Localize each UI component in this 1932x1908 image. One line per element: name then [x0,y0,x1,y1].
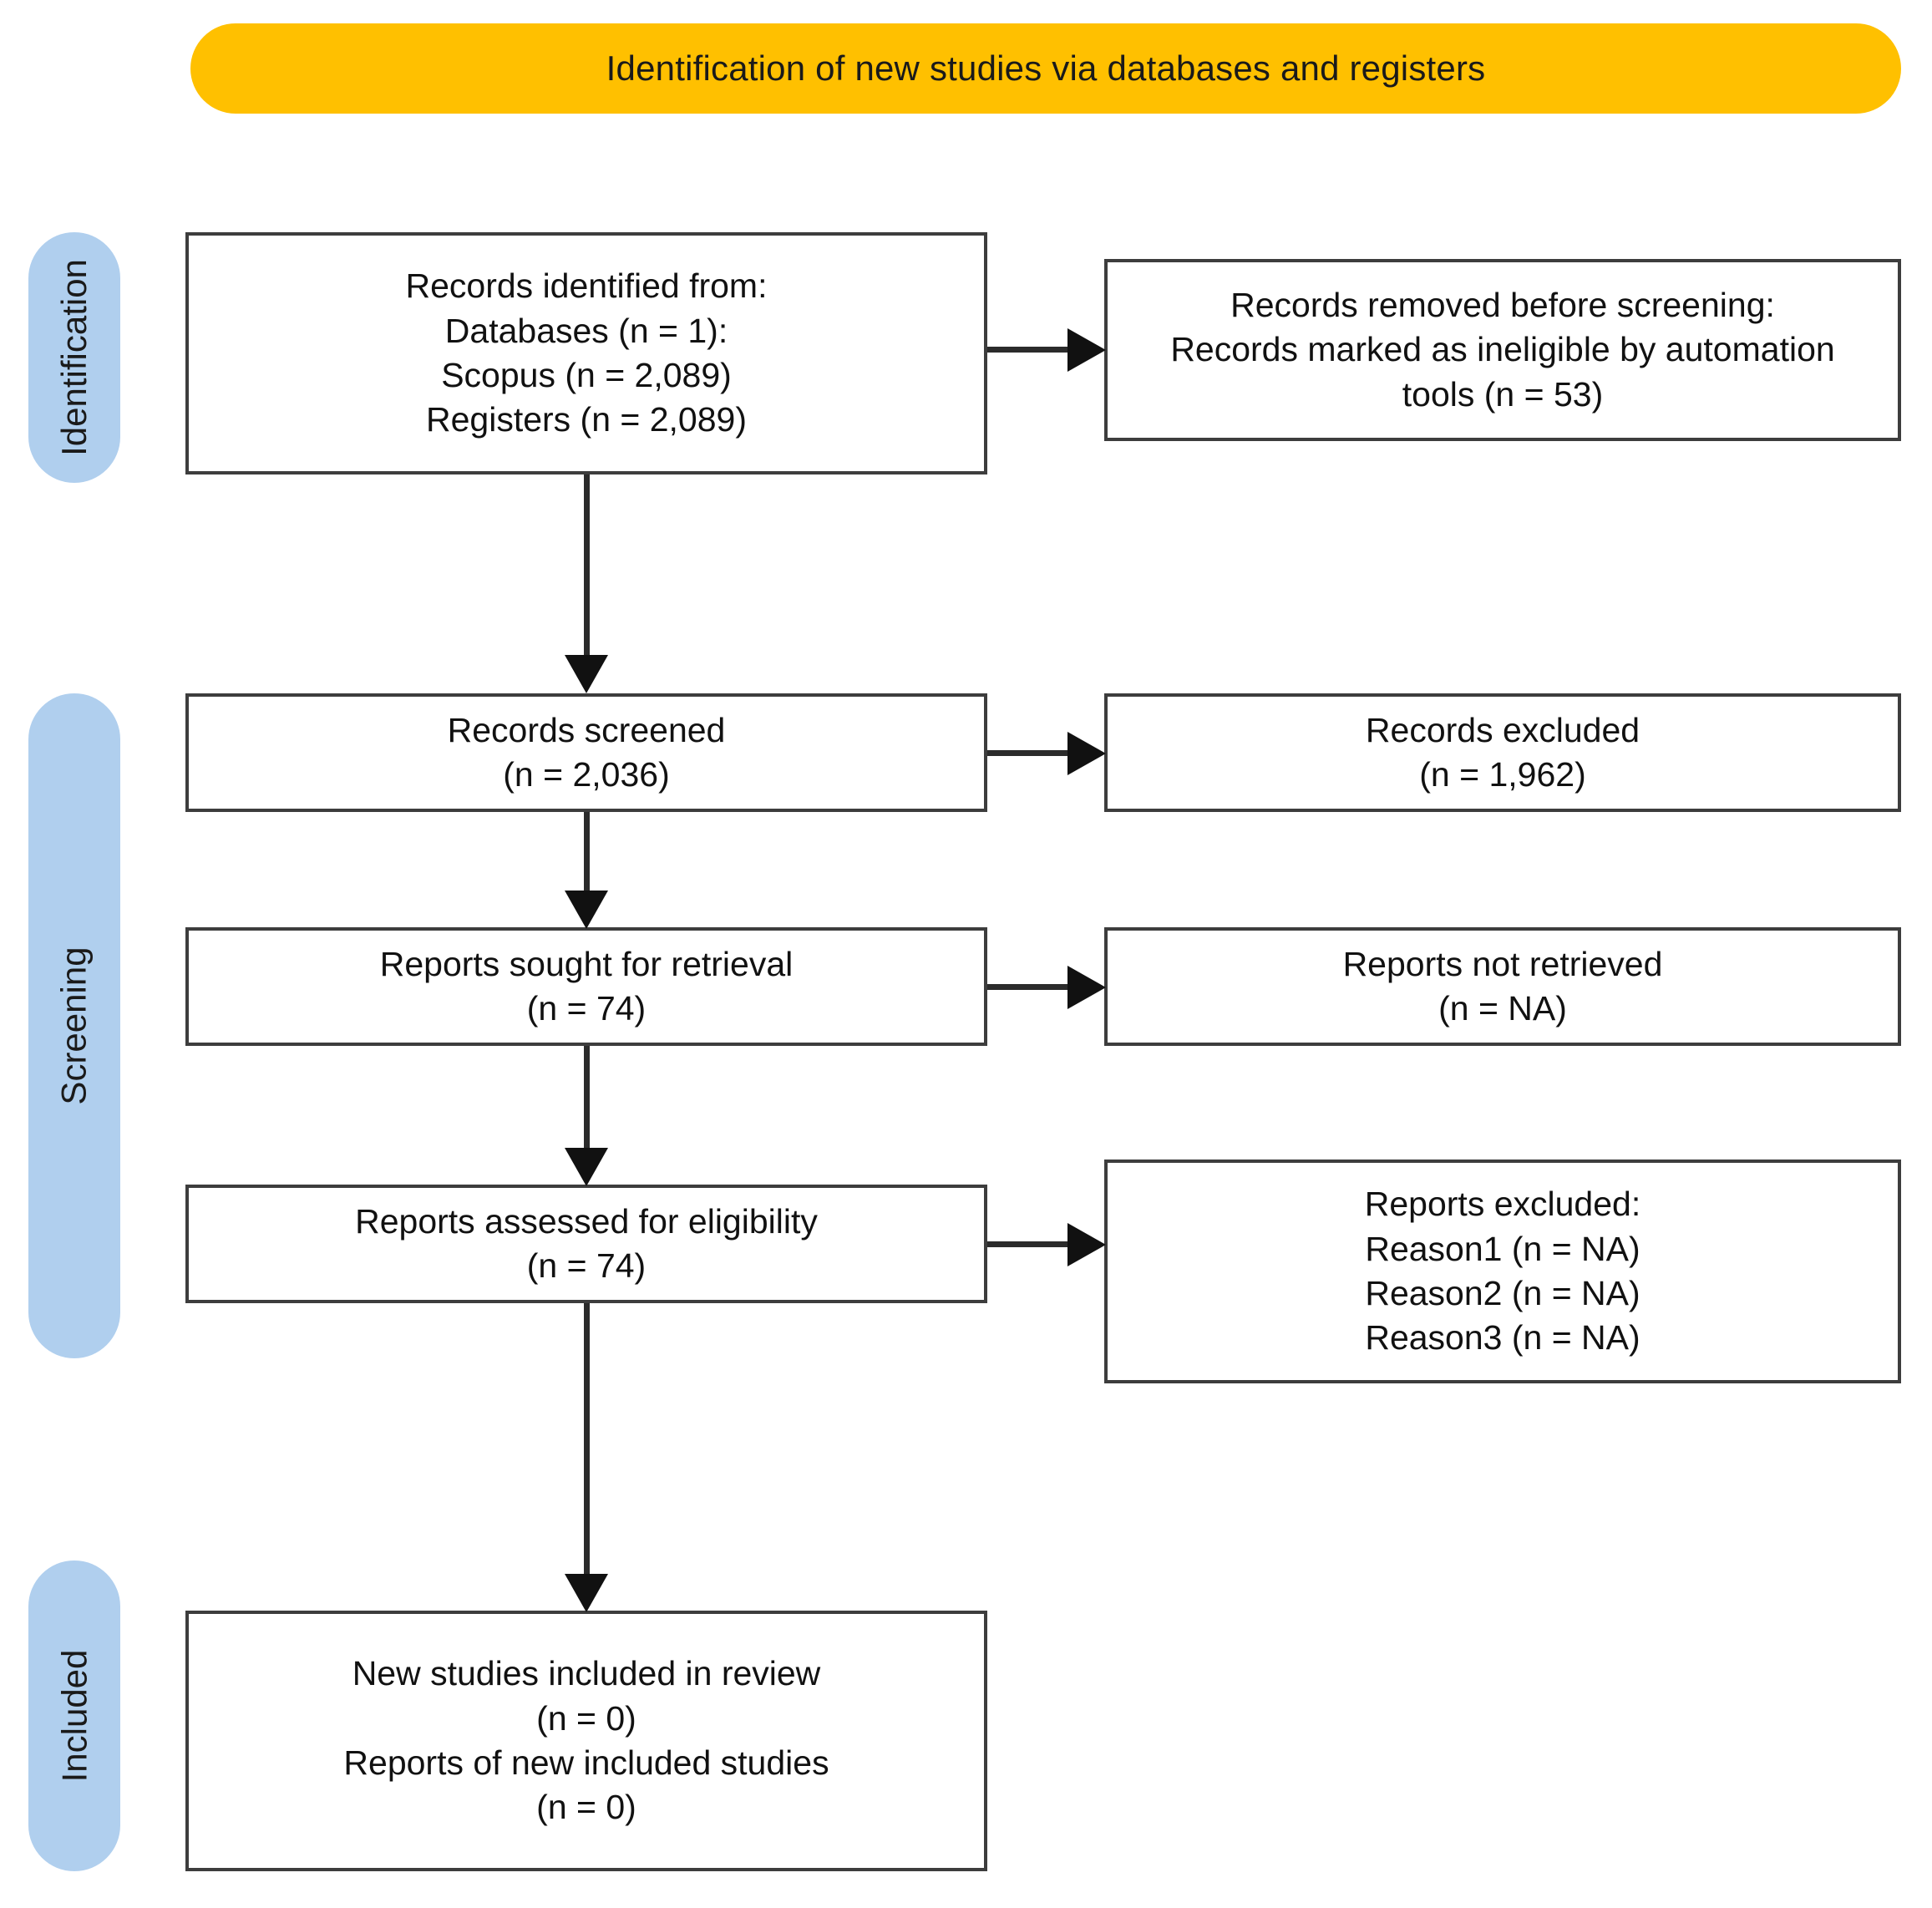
arrowhead-assessed-to-repexcluded [1067,1223,1106,1266]
phase-label-identification: Identification [54,259,94,456]
box-records-excluded: Records excluded (n = 1,962) [1104,693,1901,812]
connector-sought-to-assessed [584,1046,590,1153]
box-line: Records screened [447,710,726,749]
box-line: (n = 0) [536,1698,636,1738]
box-line: Reports assessed for eligibility [355,1201,818,1241]
box-line: Reports of new included studies [343,1743,829,1782]
arrowhead-sought-to-assessed [565,1148,608,1186]
box-line: (n = 0) [536,1788,636,1827]
box-line: (n = 2,036) [503,755,670,794]
box-line: Databases (n = 1): [444,311,728,350]
box-line: Reports excluded: [1364,1185,1641,1224]
box-line: Records marked as ineligible by automati… [1170,330,1835,369]
phase-badge-included: Included [28,1560,120,1871]
phase-badge-screening: Screening [28,693,120,1358]
box-reports-sought-for-retrieval: Reports sought for retrieval (n = 74) [185,927,987,1046]
box-line: Reason3 (n = NA) [1365,1318,1640,1357]
connector-sought-to-notretrieved [987,984,1069,990]
box-line: (n = NA) [1438,989,1567,1028]
box-reports-not-retrieved: Reports not retrieved (n = NA) [1104,927,1901,1046]
arrowhead-assessed-to-included [565,1574,608,1612]
arrowhead-screened-to-excluded [1067,732,1106,775]
box-line: Reason2 (n = NA) [1365,1274,1640,1312]
box-line: Reports not retrieved [1342,944,1663,983]
banner-title: Identification of new studies via databa… [606,48,1486,88]
box-line: Records identified from: [405,266,768,306]
arrowhead-sought-to-notretrieved [1067,966,1106,1009]
box-reports-assessed-for-eligibility: Reports assessed for eligibility (n = 74… [185,1185,987,1303]
connector-assessed-to-repexcluded [987,1241,1069,1247]
box-line: Reports sought for retrieval [379,944,794,983]
box-line: New studies included in review [352,1654,821,1693]
phase-label-screening: Screening [54,946,94,1105]
box-line: Records removed before screening: [1230,286,1775,325]
connector-assessed-to-included [584,1303,590,1579]
connector-identified-to-screened [584,474,590,657]
connector-screened-to-excluded [987,750,1069,756]
box-line: Scopus (n = 2,089) [441,356,732,394]
box-records-removed: Records removed before screening: Record… [1104,259,1901,441]
box-reports-excluded: Reports excluded: Reason1 (n = NA) Reaso… [1104,1160,1901,1383]
arrowhead-screened-to-sought [565,891,608,929]
box-line: (n = 1,962) [1419,755,1586,794]
box-line: (n = 74) [526,1246,647,1285]
connector-screened-to-sought [584,812,590,896]
box-line: (n = 74) [526,989,647,1028]
box-line: Records excluded [1365,710,1640,749]
box-line: Registers (n = 2,089) [426,400,747,439]
box-line: tools (n = 53) [1402,374,1604,414]
arrowhead-identified-to-removed [1067,328,1106,372]
box-line: Reason1 (n = NA) [1365,1229,1640,1268]
connector-identified-to-removed [987,347,1069,353]
box-new-studies-included: New studies included in review (n = 0) R… [185,1611,987,1871]
phase-label-included: Included [54,1649,94,1783]
phase-badge-identification: Identification [28,232,120,483]
arrowhead-identified-to-screened [565,655,608,693]
box-records-screened: Records screened (n = 2,036) [185,693,987,812]
diagram-header-banner: Identification of new studies via databa… [190,23,1901,114]
box-records-identified: Records identified from: Databases (n = … [185,232,987,474]
